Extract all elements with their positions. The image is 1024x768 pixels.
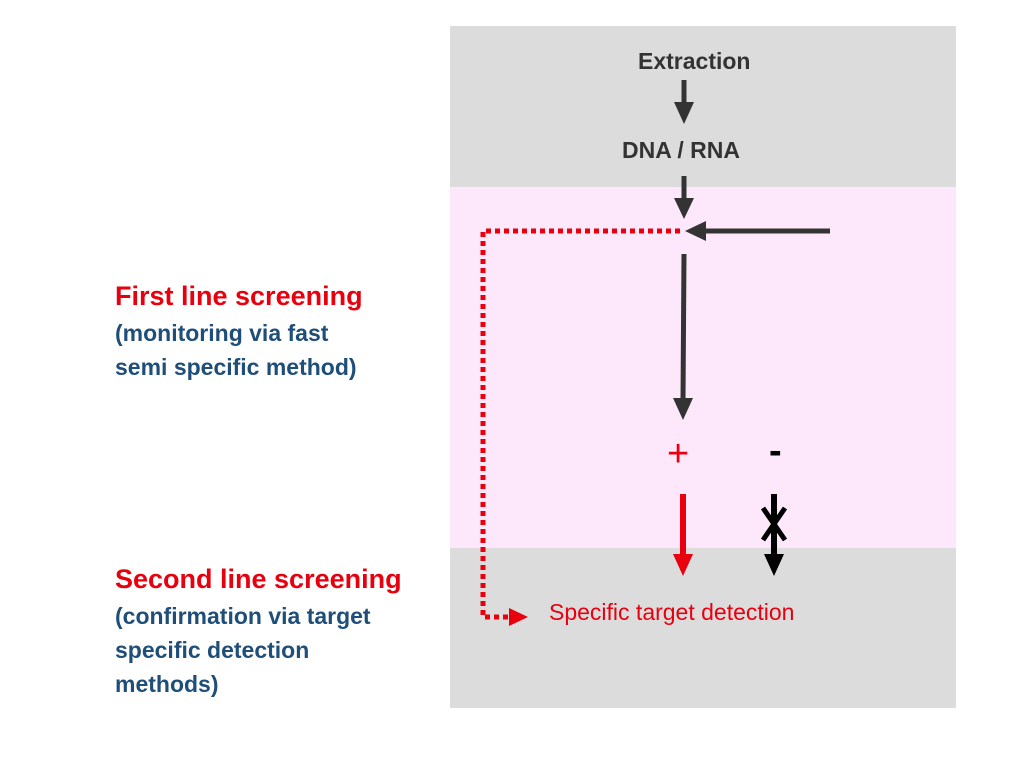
first-line-screening-block: First line screening (monitoring via fas… [115, 281, 363, 384]
extraction-label: Extraction [638, 48, 751, 74]
dna-rna-label: DNA / RNA [622, 137, 740, 163]
arrow-input-from-right [685, 221, 830, 241]
first-line-title: First line screening [115, 281, 363, 311]
arrow-positive-to-detection [673, 494, 693, 576]
arrow-junction-to-result [673, 253, 693, 420]
target-detection-label: Specific target detection [549, 599, 795, 625]
positive-sign: + [667, 433, 690, 475]
second-line-screening-block: Second line screening (confirmation via … [115, 564, 402, 701]
extraction-stage-band [450, 26, 956, 187]
second-line-title: Second line screening [115, 564, 402, 594]
arrow-dna-to-junction [674, 176, 694, 219]
negative-sign: - [769, 430, 782, 472]
second-line-description: (confirmation via target specific detect… [115, 603, 371, 697]
first-line-screening-band [450, 187, 956, 548]
block-x-icon [760, 506, 788, 542]
first-line-description: (monitoring via fast semi specific metho… [115, 320, 357, 380]
dotted-bypass-arrow [480, 228, 680, 626]
arrow-extraction-to-dna [674, 80, 694, 124]
second-line-screening-band [450, 548, 956, 708]
